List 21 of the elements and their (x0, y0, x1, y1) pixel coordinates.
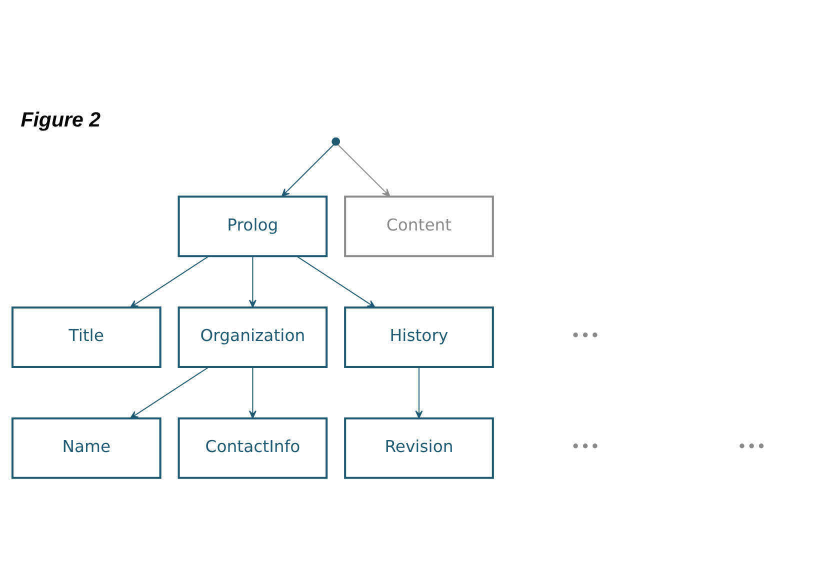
arrow (130, 366, 209, 418)
arrow (296, 255, 376, 308)
node-box: Prolog (178, 195, 328, 257)
label: ••• (737, 436, 766, 456)
node-box: Revision (344, 416, 494, 478)
arrow (415, 366, 423, 418)
arrow (338, 144, 390, 196)
node-circle (332, 136, 340, 146)
node-box: Name (11, 416, 162, 478)
node-box: Title (11, 306, 162, 368)
arrow (248, 256, 256, 308)
label: ••• (570, 436, 600, 456)
diagram-title: Figure 2 (20, 108, 101, 132)
arrow (281, 144, 334, 196)
label: ••• (570, 326, 600, 345)
node-box: History (344, 306, 494, 368)
arrow (248, 366, 256, 418)
node-box: Content (344, 195, 494, 257)
arrow (130, 255, 209, 308)
node-box: Organization (178, 306, 328, 368)
node-box: ContactInfo (178, 416, 328, 478)
